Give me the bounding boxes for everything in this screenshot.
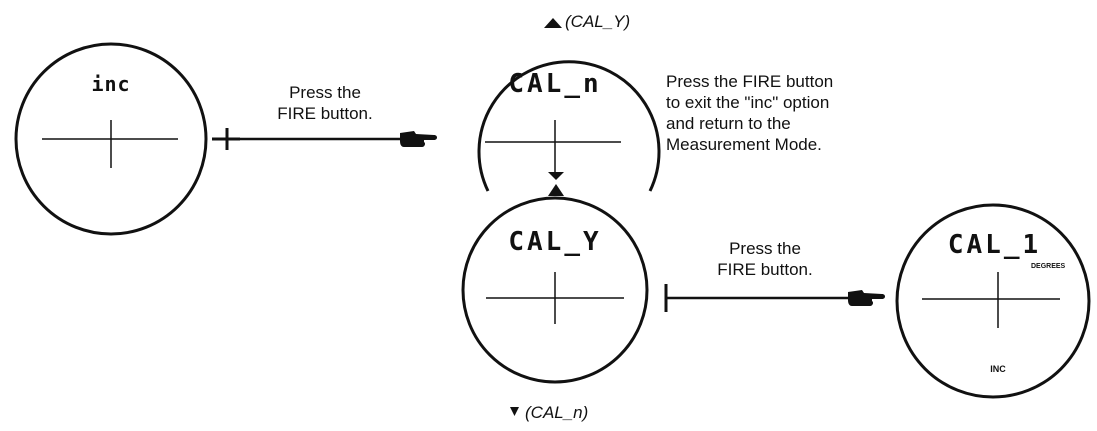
cycle-arrows-icon — [548, 172, 564, 196]
exit-line4: Measurement Mode. — [666, 135, 822, 154]
pointing-hand-icon — [400, 131, 437, 147]
cal-n-hint: (CAL_n) — [525, 403, 589, 422]
press-fire-1-line1: Press the — [289, 83, 361, 102]
inc-label: INC — [990, 364, 1006, 374]
exit-line2: to exit the "inc" option — [666, 93, 830, 112]
exit-line1: Press the FIRE button — [666, 72, 834, 91]
press-fire-label-1: Press the FIRE button. — [255, 82, 395, 124]
press-fire-label-2: Press the FIRE button. — [690, 238, 840, 280]
degrees-label: DEGREES — [1031, 263, 1066, 270]
press-fire-2-line1: Press the — [729, 239, 801, 258]
exit-line3: and return to the — [666, 114, 791, 133]
cal-y-hint: (CAL_Y) — [565, 12, 631, 31]
display-text-cal-n: CAL_n — [508, 69, 602, 99]
pointing-hand-icon — [848, 290, 885, 306]
press-fire-2-line2: FIRE button. — [717, 260, 813, 279]
display-circle-cal-1 — [895, 203, 1091, 399]
display-circle-inc — [14, 42, 208, 236]
exit-instructions: Press the FIRE button to exit the "inc" … — [666, 71, 833, 155]
display-text-cal-1: CAL_1 — [947, 230, 1042, 260]
arrow-cal-y-to-cal-1 — [664, 284, 885, 312]
press-fire-1-line2: FIRE button. — [277, 104, 373, 123]
display-circle-cal-y — [461, 196, 649, 384]
arrow-down-icon — [510, 407, 519, 416]
display-text-cal-y: CAL_Y — [508, 227, 602, 257]
arrow-inc-to-cal-n — [212, 128, 437, 150]
display-text-inc: inc — [91, 72, 131, 96]
arrow-up-icon — [544, 18, 562, 28]
